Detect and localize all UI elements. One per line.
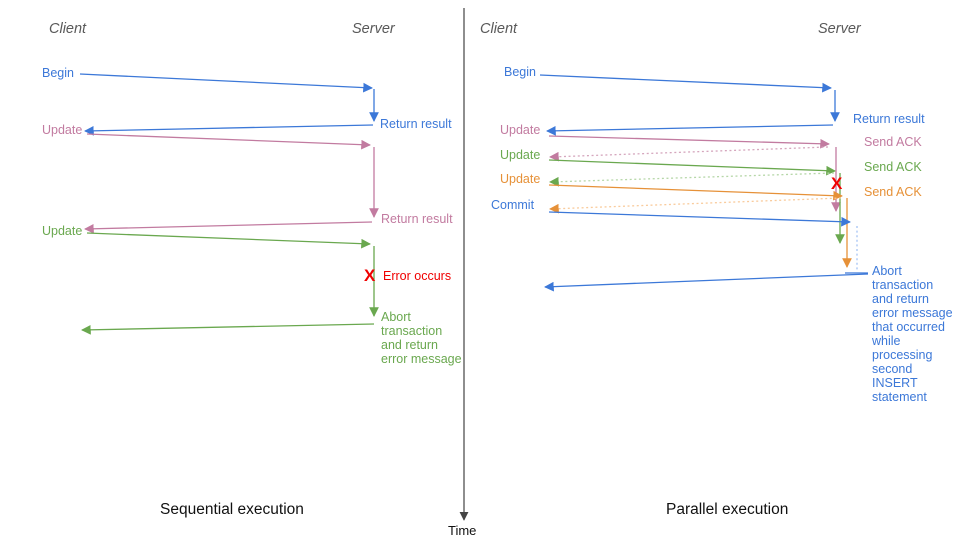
left-begin-request-arrow [79,73,373,93]
left-update1-label: Update [42,123,83,137]
right-ack3-dotted-arrow [549,197,842,214]
left-panel-title: Sequential execution [160,501,304,518]
right-abort-label: Abort transaction and return error messa… [872,264,953,404]
left-update1-request-arrow [86,133,371,150]
left-client-header: Client [49,21,87,37]
right-begin-response-arrow [546,124,834,136]
right-ack2-dotted-arrow [549,172,835,187]
left-update1-response-arrow [84,221,373,234]
right-update2-label: Update [500,148,541,162]
left-update2-label: Update [42,224,83,238]
right-begin-label: Begin [504,65,536,79]
time-axis-label: Time [448,523,477,538]
right-return-result-label: Return result [853,112,925,126]
right-update3-label: Update [500,172,541,186]
left-return-result2-label: Return result [381,212,453,226]
left-begin-label: Begin [42,66,74,80]
right-update1-request-arrow [548,135,830,149]
right-send-ack1-label: Send ACK [864,135,922,149]
right-send-ack3-label: Send ACK [864,185,922,199]
left-server-header: Server [352,21,395,37]
right-commit-request-arrow [548,211,851,227]
right-ack1-dotted-arrow [549,146,829,162]
left-abort-response-arrow [81,323,375,335]
left-error-label: Error occurs [383,269,452,283]
left-begin-response-arrow [84,124,374,136]
right-commit-label: Commit [491,198,535,212]
right-update3-request-arrow [548,184,843,201]
left-abort-label: Abort transaction and return error messa… [381,310,462,366]
left-error-x-icon: X [364,266,376,285]
right-panel-title: Parallel execution [666,501,789,518]
right-send-ack2-label: Send ACK [864,160,922,174]
left-update2-request-arrow [86,232,371,249]
right-begin-request-arrow [539,74,832,93]
right-abort-response-arrow [544,273,869,292]
right-client-header: Client [480,21,518,37]
right-update1-label: Update [500,123,541,137]
left-return-result1-label: Return result [380,117,452,131]
right-update2-request-arrow [548,159,836,176]
right-server-header: Server [818,21,861,37]
right-error-x-icon: X [831,174,843,193]
